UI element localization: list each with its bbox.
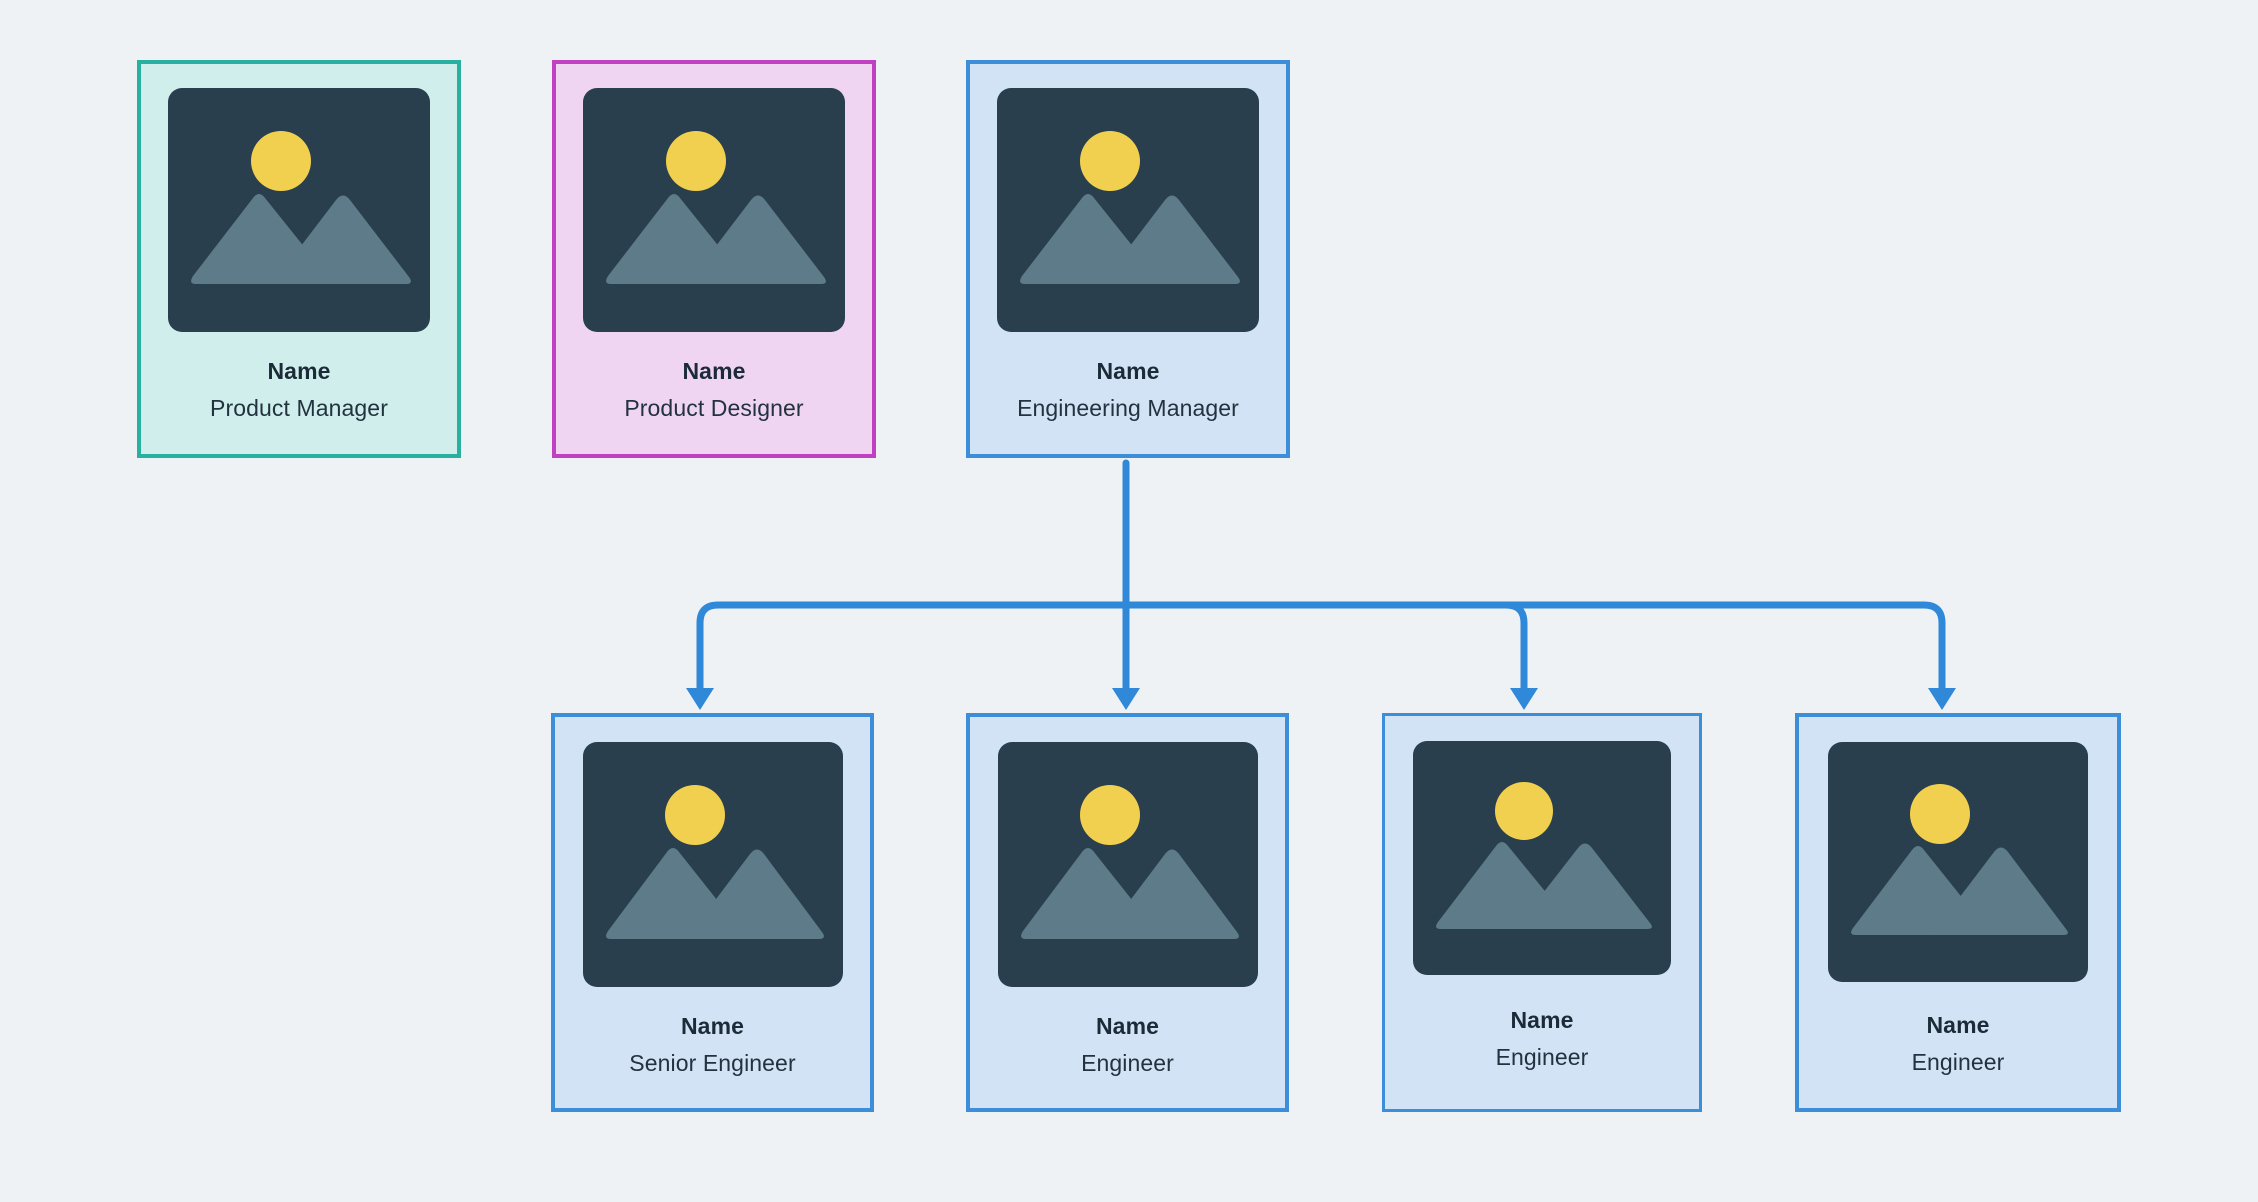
sun-circle-icon — [251, 131, 311, 191]
card-labels: Name Engineering Manager — [970, 360, 1286, 420]
sun-circle-icon — [1910, 784, 1970, 844]
mountain-icon — [1931, 847, 2068, 935]
connector-branch-4 — [1122, 601, 1946, 694]
image-placeholder-icon — [997, 742, 1258, 987]
card-name: Name — [267, 358, 331, 384]
card-name: Name — [1095, 1013, 1160, 1039]
card-name: Name — [680, 1013, 745, 1039]
card-role: Product Manager — [210, 395, 388, 421]
sun-circle-icon — [664, 785, 725, 845]
card-role: Senior Engineer — [629, 1050, 796, 1076]
image-placeholder-icon — [583, 88, 845, 332]
card-engineer-2[interactable]: Name Engineer — [1382, 713, 1702, 1112]
card-role: Engineer — [1081, 1050, 1174, 1076]
card-labels: Name Senior Engineer — [555, 1015, 870, 1075]
mountain-icon — [1515, 843, 1652, 929]
card-engineer-3[interactable]: Name Engineer — [1795, 713, 2121, 1112]
card-senior-engineer[interactable]: Name Senior Engineer — [551, 713, 874, 1112]
card-labels: Name Engineer — [970, 1015, 1285, 1075]
sun-circle-icon — [1495, 782, 1553, 840]
card-role: Engineer — [1911, 1049, 2005, 1075]
card-labels: Name Engineer — [1799, 1014, 2117, 1074]
connector-branch-1 — [696, 601, 1130, 694]
image-placeholder-icon — [1413, 741, 1671, 975]
card-product-manager[interactable]: Name Product Manager — [137, 60, 461, 458]
mountain-icon — [1100, 849, 1239, 939]
card-role: Product Designer — [624, 395, 804, 421]
card-name: Name — [682, 358, 746, 384]
card-labels: Name Product Manager — [141, 360, 457, 420]
card-labels: Name Engineer — [1385, 1009, 1699, 1069]
card-labels: Name Product Designer — [556, 360, 872, 420]
connector-branch-3 — [1122, 601, 1528, 694]
arrow-down-icon-2 — [1112, 688, 1140, 710]
arrow-down-icon-3 — [1510, 688, 1538, 710]
card-role: Engineering Manager — [1017, 395, 1239, 421]
arrow-head-group — [686, 688, 1956, 710]
card-name: Name — [1510, 1007, 1574, 1033]
mountain-icon — [687, 195, 826, 284]
card-role: Engineer — [1495, 1044, 1589, 1070]
image-placeholder-icon — [997, 88, 1259, 332]
arrow-down-icon-1 — [686, 688, 714, 710]
mountain-icon — [272, 195, 411, 284]
card-engineering-manager[interactable]: Name Engineering Manager — [966, 60, 1290, 458]
card-engineer-1[interactable]: Name Engineer — [966, 713, 1289, 1112]
card-name: Name — [1926, 1012, 1990, 1038]
image-placeholder-icon — [168, 88, 430, 332]
sun-circle-icon — [1079, 785, 1140, 845]
mountain-icon — [1101, 195, 1240, 284]
image-placeholder-icon — [582, 742, 843, 987]
card-name: Name — [1096, 358, 1160, 384]
arrow-down-icon-4 — [1928, 688, 1956, 710]
sun-circle-icon — [666, 131, 726, 191]
image-placeholder-icon — [1828, 742, 2088, 982]
card-product-designer[interactable]: Name Product Designer — [552, 60, 876, 458]
mountain-icon — [685, 849, 824, 939]
sun-circle-icon — [1080, 131, 1140, 191]
